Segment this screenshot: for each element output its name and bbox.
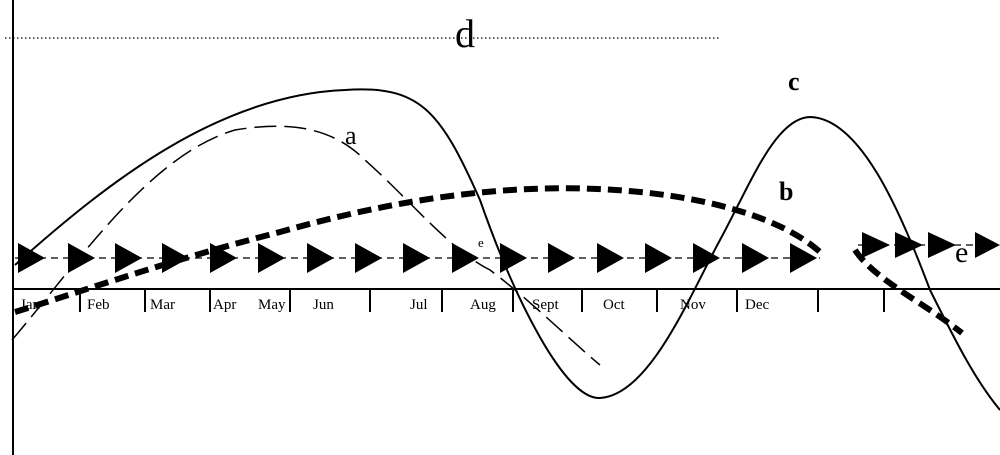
curve-e-arrow <box>452 243 479 273</box>
month-label-sept: Sept <box>532 297 560 313</box>
curve-e-arrow <box>645 243 672 273</box>
month-label-feb: Feb <box>87 297 110 313</box>
curve-e-arrow <box>307 243 334 273</box>
curve-e-arrow <box>258 243 285 273</box>
curve-e-arrow <box>355 243 382 273</box>
curve-e-label-small: e <box>478 235 484 250</box>
month-label-aug: Aug <box>470 297 496 313</box>
curve-e-arrow <box>975 232 1000 258</box>
month-label-jun: Jun <box>313 297 334 313</box>
curve-e-arrow <box>742 243 769 273</box>
curve-e-arrow <box>403 243 430 273</box>
curve-e-arrow <box>928 232 956 258</box>
curve-e-arrow <box>862 232 890 258</box>
month-label-mar: Mar <box>150 297 175 313</box>
curve-e-arrow <box>162 243 189 273</box>
curve-b-continuation <box>852 248 964 336</box>
curve-a-label: a <box>345 121 357 150</box>
curve-c-label: c <box>788 67 800 96</box>
month-label-jul: Jul <box>410 297 428 313</box>
curve-e-arrow <box>68 243 95 273</box>
curve-e-arrow <box>210 243 237 273</box>
month-label-dec: Dec <box>745 297 769 313</box>
curve-a <box>11 125 601 366</box>
curve-b <box>14 185 823 315</box>
month-label-oct: Oct <box>603 297 625 313</box>
curve-e <box>15 232 1000 273</box>
curve-e-label: e <box>955 236 968 269</box>
month-label-nov: Nov <box>680 297 706 313</box>
curve-e-arrow <box>500 243 527 273</box>
curve-e-arrow <box>548 243 575 273</box>
curve-e-arrow <box>115 243 142 273</box>
curve-c <box>14 88 1000 411</box>
curve-b-label: b <box>779 177 793 206</box>
curve-e-arrow <box>597 243 624 273</box>
month-label-apr: Apr <box>213 297 236 313</box>
curve-e-arrow <box>790 243 817 273</box>
month-ticks <box>12 289 885 312</box>
curve-e-arrow <box>18 243 45 273</box>
curve-e-arrow <box>895 232 923 258</box>
curve-d-label: d <box>455 11 475 56</box>
curve-e-arrow <box>693 243 720 273</box>
month-label-may: May <box>258 297 286 313</box>
